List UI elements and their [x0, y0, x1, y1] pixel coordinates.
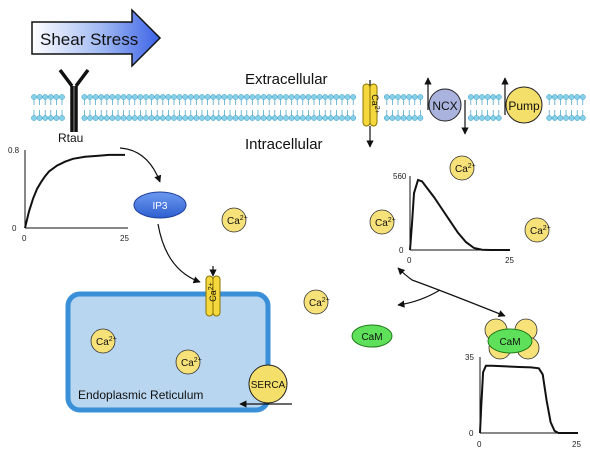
serca-pump: SERCA	[239, 364, 292, 408]
calcium-ion-label: Ca2+	[530, 225, 551, 237]
calcium-ion: Ca2+	[175, 349, 202, 375]
ca-xtick-max: 25	[505, 256, 514, 265]
calcium-pump: Pump	[501, 77, 543, 124]
shear-stress-label: Shear Stress	[40, 30, 138, 49]
ip3-to-er-channel-arrow	[157, 223, 201, 284]
ncx-label: NCX	[432, 99, 457, 113]
calcium-ion-label: Ca2+	[455, 163, 476, 175]
plasma-membrane	[31, 94, 586, 121]
ip3-molecule: IP3	[133, 191, 187, 219]
calcium-ion-label: Ca2+	[309, 297, 330, 309]
er-label: Endoplasmic Reticulum	[78, 388, 203, 402]
rtau-chart: 0.8 0 0 25	[8, 146, 129, 243]
rtau-to-ip3-arrow	[119, 147, 162, 183]
cam-label: CaM	[361, 332, 382, 343]
endoplasmic-reticulum	[65, 291, 271, 413]
calcium-ion: Ca2+	[90, 328, 117, 354]
to-cam-complex-arrow	[411, 279, 506, 317]
er-calcium-channel: Ca2+	[205, 266, 221, 317]
cam-ytick-max: 35	[465, 353, 474, 362]
cytosolic-calcium-series-line	[409, 178, 510, 251]
calcium-ion: Ca2+	[449, 155, 476, 181]
calcium-ion-label: Ca2+	[375, 217, 396, 229]
extracellular-label: Extracellular	[245, 71, 328, 88]
calcium-ion: Ca2+	[221, 207, 248, 233]
cam-complex-chart: 35 0 0 25	[465, 353, 581, 449]
calcium-ion-label: Ca2+	[96, 336, 117, 348]
calmodulin-calcium-complex: CaM	[484, 318, 540, 360]
to-cytosolic-ca-arrow	[397, 267, 413, 281]
ca-ytick-min: 0	[399, 246, 404, 255]
to-free-cam-arrow	[397, 289, 441, 308]
cytosolic-calcium-chart: 560 0 0 25	[393, 172, 514, 265]
rtau-receptor	[58, 68, 90, 132]
calcium-ions: Ca2+ Ca2+ Ca2+ Ca2+ Ca2+ Ca2+ Ca2+	[90, 155, 551, 375]
ip3-label: IP3	[152, 201, 167, 212]
ncx-exchanger: NCX	[424, 77, 469, 135]
rtau-series-line	[24, 153, 125, 229]
shear-stress-arrow: Shear Stress	[31, 8, 162, 68]
ca-ytick-max: 560	[393, 172, 407, 181]
plasma-membrane-calcium-channel: Ca2+	[362, 80, 380, 148]
free-calmodulin: CaM	[351, 324, 393, 348]
rtau-xtick-min: 0	[22, 234, 27, 243]
calcium-ion: Ca2+	[524, 217, 551, 243]
calcium-ion-label: Ca2+	[227, 215, 248, 227]
intracellular-label: Intracellular	[245, 136, 323, 153]
ca-xtick-min: 0	[407, 256, 412, 265]
cam-xtick-min: 0	[477, 440, 482, 449]
calcium-ion-label: Ca2+	[181, 357, 202, 369]
cam-ytick-min: 0	[469, 429, 474, 438]
cam-complex-label: CaM	[499, 337, 520, 348]
serca-label: SERCA	[251, 380, 286, 391]
cam-xtick-max: 25	[572, 440, 581, 449]
er-channel-label: Ca2+	[208, 282, 218, 302]
calcium-ion: Ca2+	[303, 289, 330, 315]
rtau-label: Rtau	[58, 131, 83, 145]
cam-complex-series-line	[479, 364, 578, 434]
calcium-ion: Ca2+	[369, 209, 396, 235]
pm-channel-label: Ca2+	[370, 94, 380, 114]
rtau-xtick-max: 25	[120, 234, 129, 243]
rtau-ytick-min: 0	[12, 224, 17, 233]
rtau-ytick-max: 0.8	[8, 146, 20, 155]
pump-label: Pump	[508, 99, 540, 113]
